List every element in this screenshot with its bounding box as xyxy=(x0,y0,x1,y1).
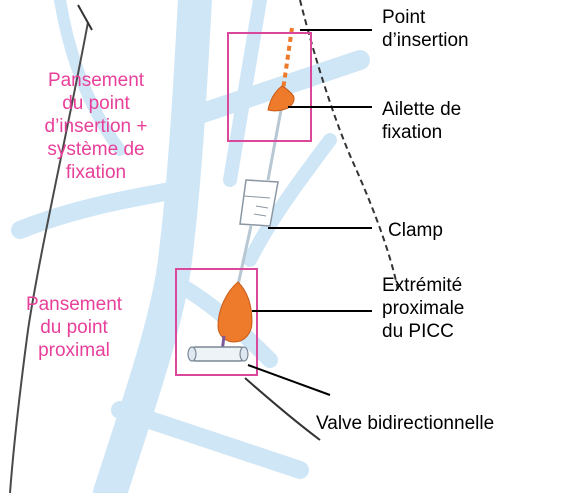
insertion-dressing-line: d’insertion + xyxy=(10,115,182,138)
proximal-dressing-label: Pansement du point proximal xyxy=(0,293,148,362)
insertion-point-line: d’insertion xyxy=(382,29,469,52)
proximal-dressing-line: proximal xyxy=(0,339,148,362)
insertion-point-label: Point d’insertion xyxy=(382,6,469,52)
fixation-wing-label: Ailette de fixation xyxy=(382,98,461,144)
insertion-dressing-line: fixation xyxy=(10,161,182,184)
proximal-dressing-line: Pansement xyxy=(0,293,148,316)
fixation-wing-line: fixation xyxy=(382,121,461,144)
valve-label: Valve bidirectionnelle xyxy=(316,412,494,435)
clamp-label: Clamp xyxy=(388,219,443,242)
proximal-end-shape xyxy=(218,282,252,342)
valve-shape xyxy=(188,347,248,361)
proximal-end-line: du PICC xyxy=(382,320,464,343)
proximal-end-line: Extrémité xyxy=(382,274,464,297)
insertion-dressing-line: Pansement xyxy=(10,69,182,92)
insertion-dressing-line: système de xyxy=(10,138,182,161)
proximal-end-label: Extrémité proximale du PICC xyxy=(382,274,464,343)
insertion-point-line: Point xyxy=(382,6,469,29)
fixation-wing-line: Ailette de xyxy=(382,98,461,121)
proximal-end-line: proximale xyxy=(382,297,464,320)
proximal-dressing-line: du point xyxy=(0,316,148,339)
insertion-dressing-label: Pansement du point d’insertion + système… xyxy=(10,69,182,184)
arm-outline-upper xyxy=(78,5,92,30)
insertion-dressing-line: du point xyxy=(10,92,182,115)
